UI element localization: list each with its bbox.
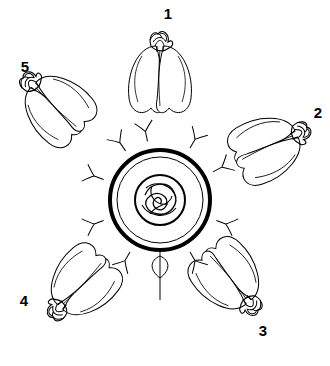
callout-number: 4 — [20, 293, 28, 308]
callout-number: 2 — [314, 105, 322, 120]
axis-cross-section — [110, 150, 210, 250]
callout-number: 3 — [259, 323, 267, 338]
subtending-bract — [152, 252, 168, 300]
callout-number: 1 — [164, 6, 172, 21]
callout-number: 5 — [21, 59, 29, 74]
